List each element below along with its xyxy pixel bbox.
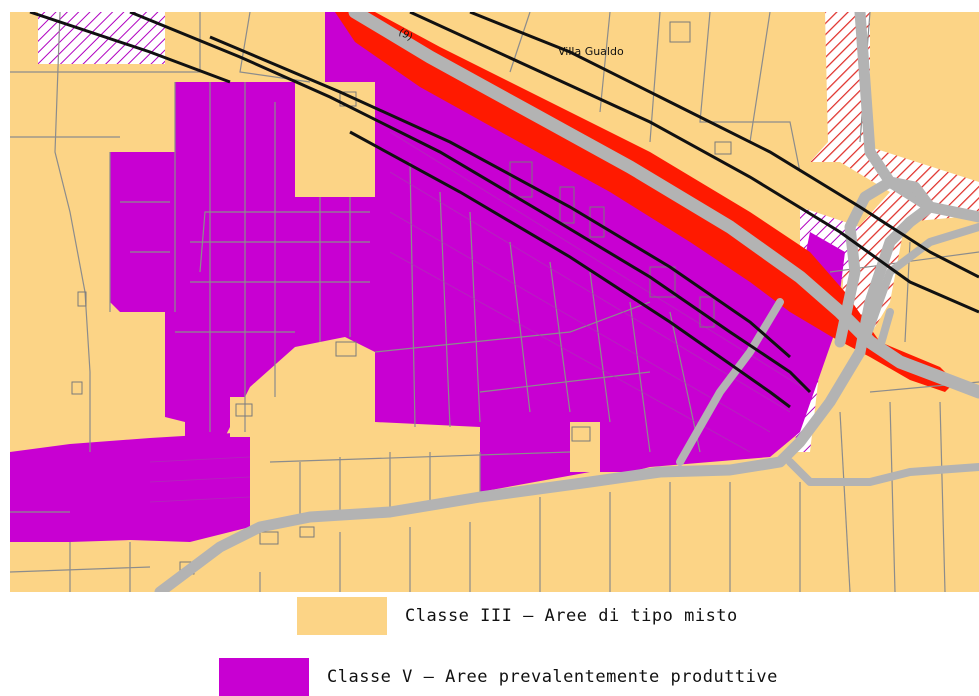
road-diagonal-2 (676, 298, 784, 466)
field-lines (149, 131, 811, 503)
zone-buffer-red-strip (335, 12, 955, 392)
road-secondary-2 (861, 223, 979, 346)
legend-item-classe-iii: Classe III – Aree di tipo misto (297, 597, 738, 635)
legend-swatch-mixed (297, 597, 387, 635)
legend-item-classe-v: Classe V – Aree prevalentemente produtti… (219, 658, 778, 696)
legend-swatch-productive (219, 658, 309, 696)
railway-lines (29, 12, 979, 409)
road-junction-east (876, 308, 894, 351)
legend-label-classe-v: Classe V – Aree prevalentemente produtti… (327, 667, 778, 687)
zone-productive-bottom-left (10, 432, 250, 542)
map-canvas: Villa Gualdo (9) (10, 12, 979, 592)
zone-mixed-island-2 (570, 422, 600, 472)
road-south-cross (154, 346, 866, 592)
road-east-south (786, 458, 979, 486)
road-main-diagonal (348, 12, 979, 399)
legend-label-classe-iii: Classe III – Aree di tipo misto (405, 606, 738, 626)
place-label-villa-gualdo: Villa Gualdo (558, 45, 624, 58)
zone-productive-main (110, 12, 845, 492)
zoning-map[interactable]: Villa Gualdo (9) (10, 12, 979, 592)
